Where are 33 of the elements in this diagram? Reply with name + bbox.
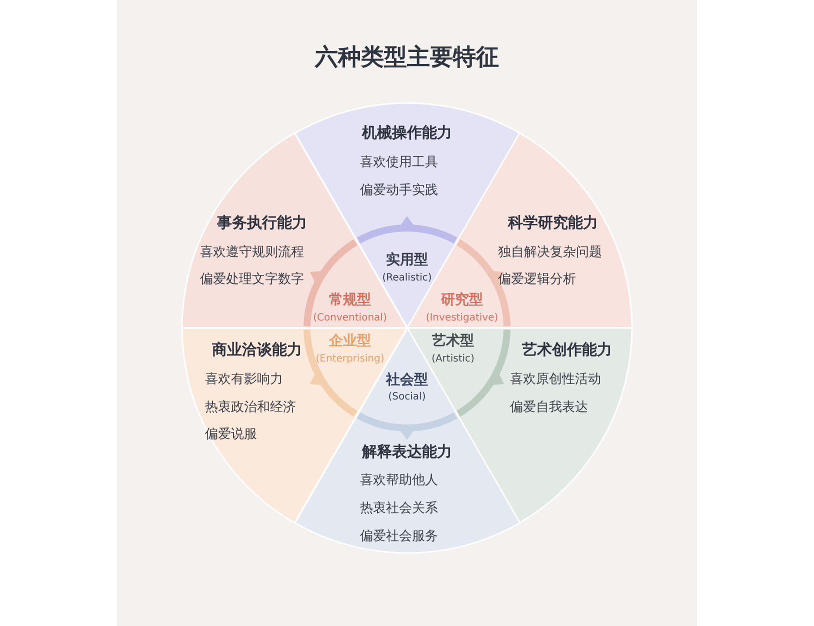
bullet-item: 偏爱自我表达 — [510, 399, 588, 416]
bullet-item: 偏爱逻辑分析 — [498, 270, 576, 288]
bullet-item: 独自解决复杂问题 — [498, 244, 602, 261]
type-name: 实用型 — [386, 251, 428, 269]
ability-heading: 解释表达能力 — [362, 442, 452, 462]
bullet-item: 喜欢使用工具 — [360, 154, 438, 171]
bullet-item: 喜欢遵守规则流程 — [200, 244, 304, 261]
bullet-item: 喜欢原创性活动 — [510, 371, 601, 388]
type-english: (Enterprising) — [316, 354, 384, 364]
ability-heading: 商业洽谈能力 — [212, 340, 302, 360]
bullet-item: 喜欢帮助他人 — [360, 472, 438, 489]
bullet-item: 热衷政治和经济 — [205, 399, 296, 416]
type-name: 艺术型 — [432, 332, 474, 350]
bullet-item: 偏爱说服 — [205, 426, 257, 443]
type-name: 企业型 — [329, 332, 371, 350]
bullet-item: 偏爱处理文字数字 — [200, 270, 304, 288]
bullet-item: 喜欢有影响力 — [205, 371, 283, 388]
ability-heading: 艺术创作能力 — [522, 340, 612, 360]
type-name: 研究型 — [441, 290, 483, 309]
ability-heading: 科学研究能力 — [508, 213, 598, 232]
bullet-item: 偏爱社会服务 — [360, 528, 438, 545]
type-english: (Realistic) — [382, 272, 432, 284]
type-name: 社会型 — [386, 371, 428, 389]
bullet-item: 热衷社会关系 — [360, 500, 438, 517]
type-name: 常规型 — [329, 290, 371, 309]
bullet-item: 偏爱动手实践 — [360, 182, 438, 199]
ability-heading: 事务执行能力 — [217, 213, 307, 232]
type-english: (Social) — [388, 392, 426, 402]
type-english: (Conventional) — [313, 312, 387, 324]
type-english: (Investigative) — [426, 312, 498, 324]
type-english: (Artistic) — [432, 354, 474, 364]
ability-heading: 机械操作能力 — [362, 124, 452, 142]
title: 六种类型主要特征 — [315, 44, 499, 72]
